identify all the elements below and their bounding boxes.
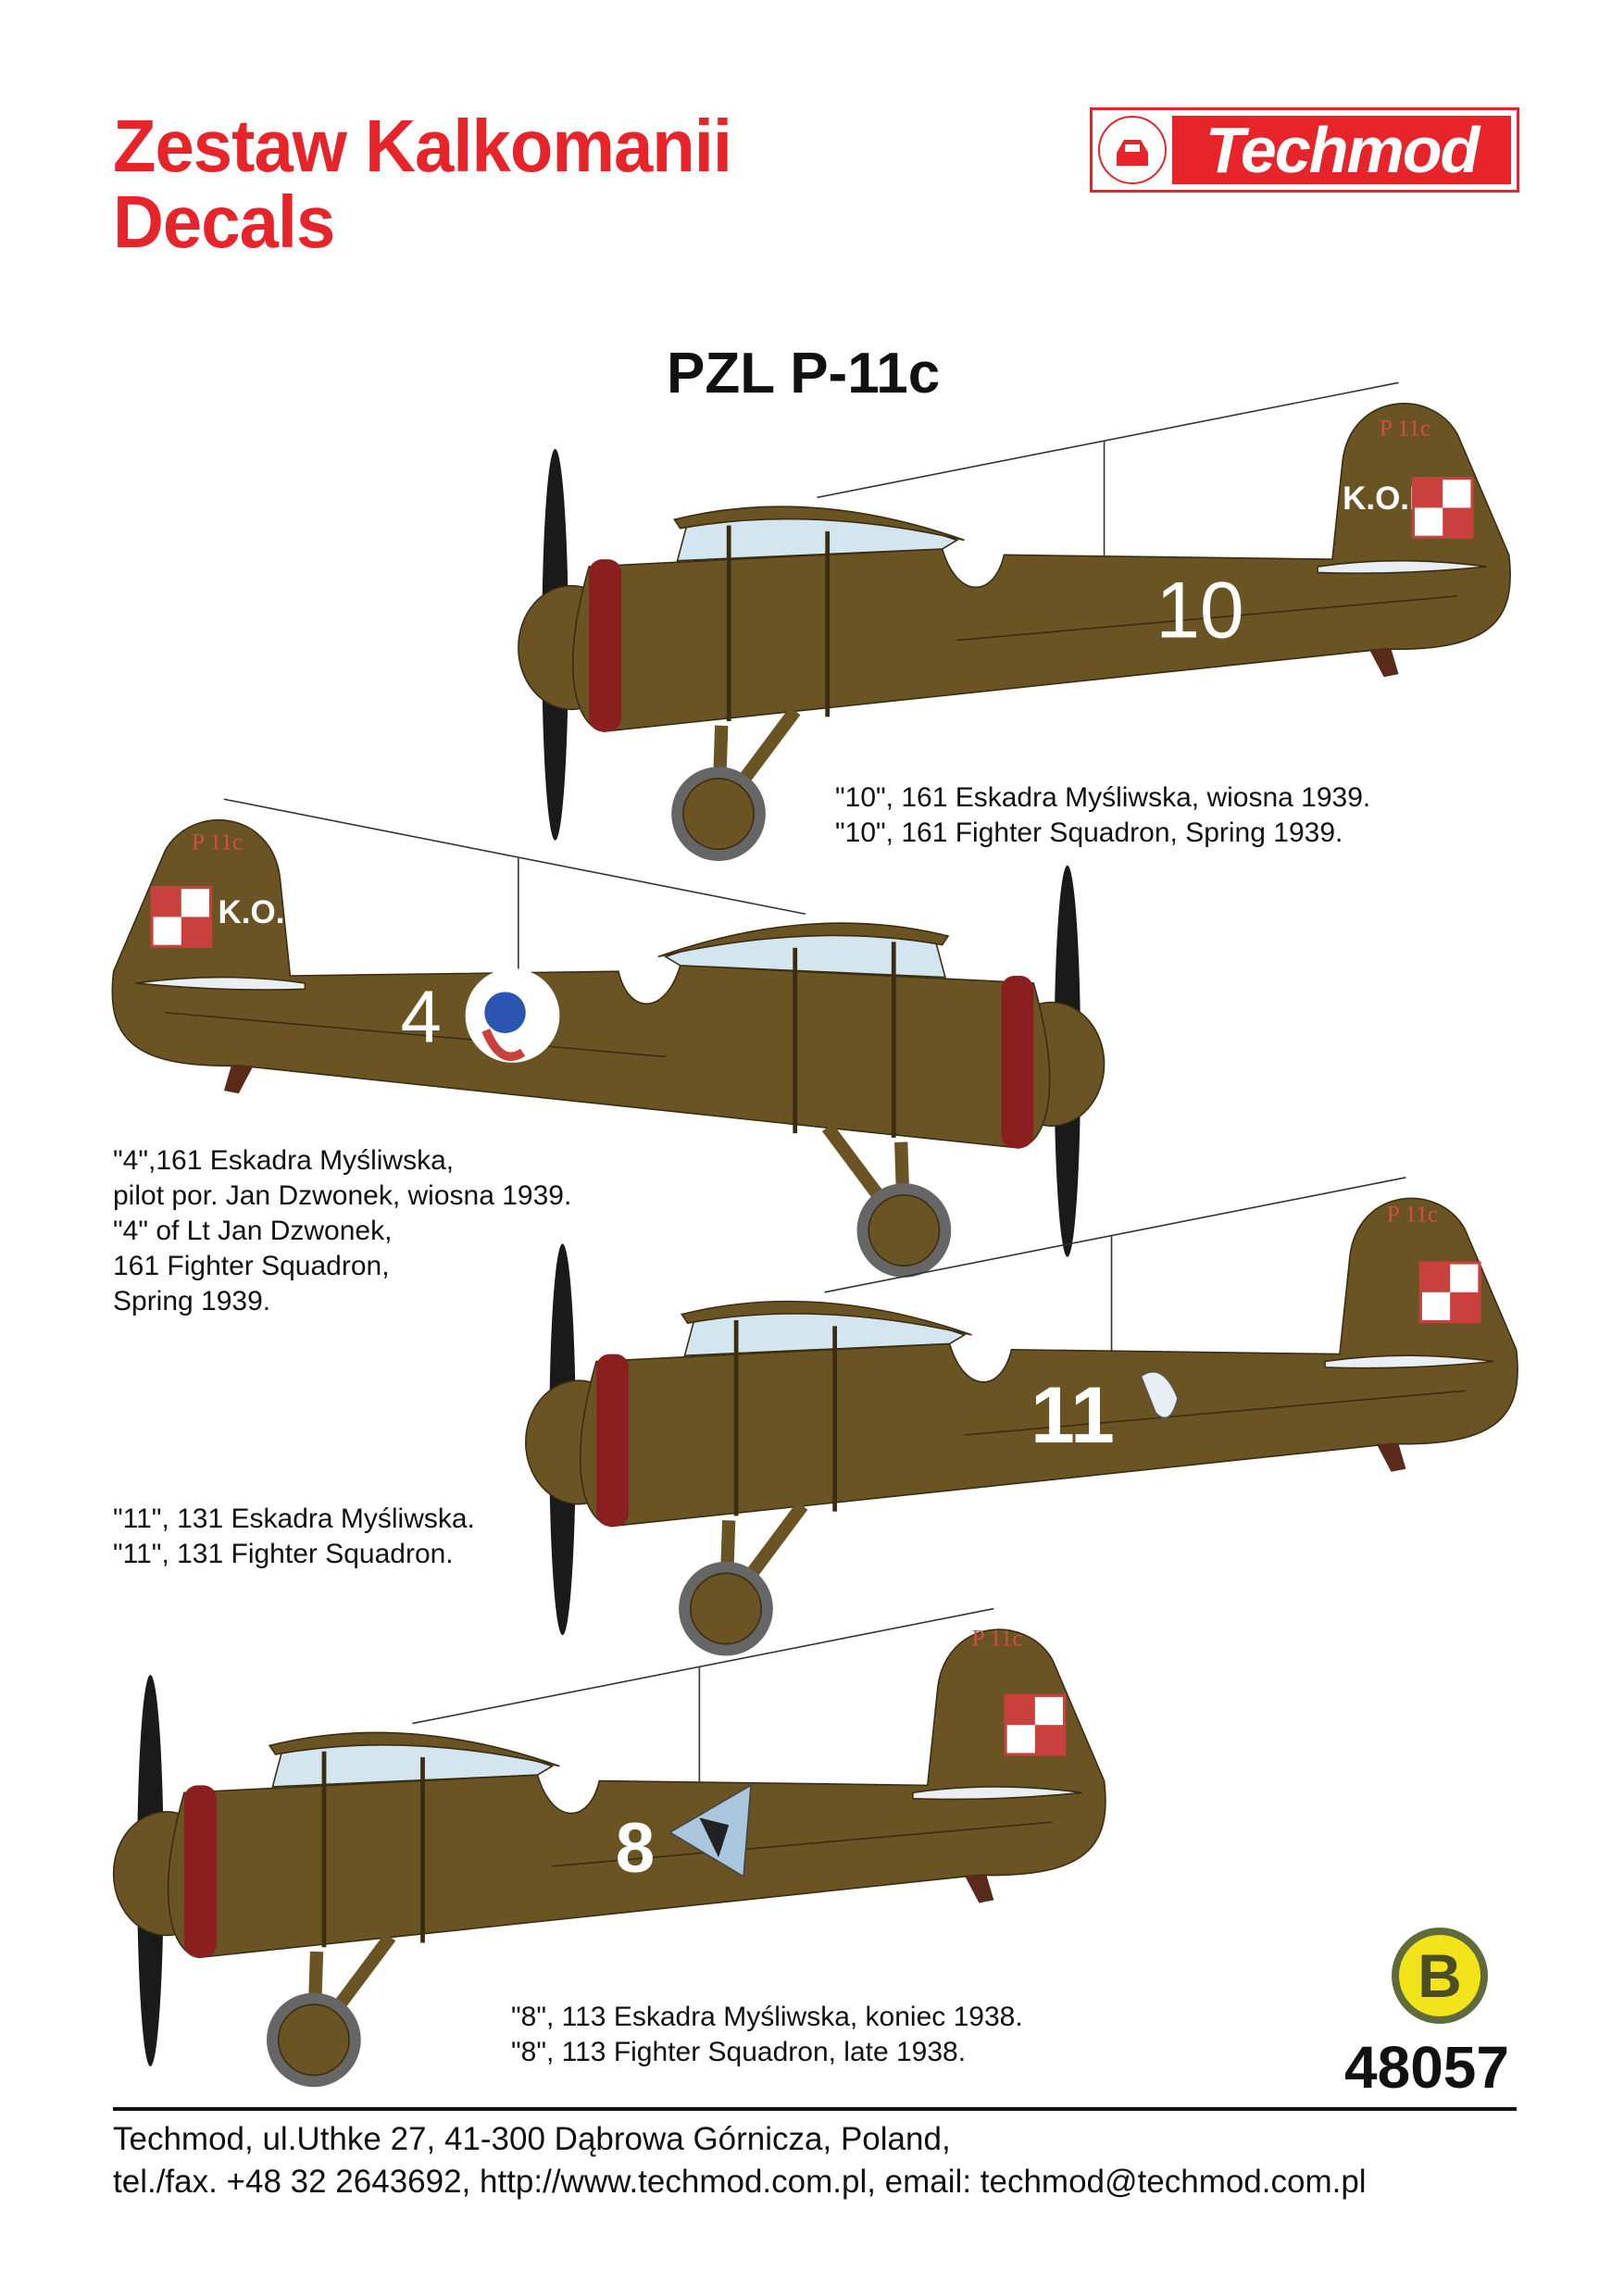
- aircraft-1-tail-type: P 11c: [1380, 415, 1430, 442]
- footer-contact: Techmod, ul.Uthke 27, 41-300 Dąbrowa Gór…: [113, 2118, 1367, 2203]
- caption-line: "11", 131 Eskadra Myśliwska.: [113, 1504, 475, 1534]
- aircraft-2-polish-checker: [150, 886, 213, 948]
- caption-line: 161 Fighter Squadron,: [113, 1251, 390, 1281]
- caption-aircraft-2: "4",161 Eskadra Myśliwska, pilot por. Ja…: [113, 1143, 571, 1319]
- aircraft-4-tail-type: P 11c: [971, 1624, 1022, 1651]
- caption-line: "8", 113 Fighter Squadron, late 1938.: [511, 2037, 967, 2067]
- aircraft-3-profile: [526, 1178, 1518, 1656]
- aircraft-2-tail-marking: K.O.P.: [219, 894, 311, 930]
- logo-wordmark: Techmod: [1172, 116, 1511, 184]
- caption-aircraft-1: "10", 161 Eskadra Myśliwska, wiosna 1939…: [835, 780, 1370, 851]
- caption-line: Spring 1939.: [113, 1286, 271, 1316]
- product-code: 48057: [1344, 2034, 1509, 2101]
- caption-aircraft-3: "11", 131 Eskadra Myśliwska. "11", 131 F…: [113, 1502, 475, 1572]
- caption-line: pilot por. Jan Dzwonek, wiosna 1939.: [113, 1180, 572, 1211]
- aircraft-4-squadron-emblem: [668, 1783, 752, 1878]
- aircraft-2-number: 4: [401, 976, 442, 1058]
- caption-line: "4",161 Eskadra Myśliwska,: [113, 1145, 455, 1176]
- aircraft-4-number: 8: [616, 1809, 655, 1888]
- caption-line: "11", 131 Fighter Squadron.: [113, 1539, 454, 1569]
- footer-divider: [113, 2107, 1517, 2111]
- aircraft-2-squadron-emblem: [465, 968, 560, 1063]
- aircraft-3-number: 11: [1031, 1371, 1115, 1460]
- aircraft-3-bird-emblem: [1140, 1371, 1179, 1419]
- techmod-logo: Techmod: [1090, 107, 1519, 193]
- caption-aircraft-4: "8", 113 Eskadra Myśliwska, koniec 1938.…: [511, 2000, 1023, 2070]
- footer-address: Techmod, ul.Uthke 27, 41-300 Dąbrowa Gór…: [113, 2121, 951, 2157]
- caption-line: "4" of Lt Jan Dzwonek,: [113, 1216, 393, 1246]
- caption-line: "10", 161 Eskadra Myśliwska, wiosna 1939…: [835, 782, 1371, 813]
- aircraft-1-number: 10: [1156, 566, 1243, 655]
- aircraft-1-polish-checker: [1411, 477, 1474, 539]
- caption-line: "8", 113 Eskadra Myśliwska, koniec 1938.: [511, 2002, 1023, 2032]
- product-title: PZL P-11c: [667, 342, 941, 406]
- footer-contact-details: tel./fax. +48 32 2643692, http://www.tec…: [113, 2164, 1367, 2200]
- title-line-1: Zestaw Kalkomanii: [113, 105, 732, 187]
- caption-line: "10", 161 Fighter Squadron, Spring 1939.: [835, 817, 1343, 848]
- aircraft-2-tail-type: P 11c: [192, 828, 243, 855]
- aircraft-3-polish-checker: [1418, 1261, 1481, 1324]
- title-line-2: Decals: [113, 181, 335, 263]
- aircraft-4-polish-checker: [1004, 1693, 1067, 1756]
- logo-emblem-icon: [1098, 116, 1167, 184]
- sheet-badge: B: [1392, 1928, 1488, 2024]
- aircraft-3-tail-type: P 11c: [1387, 1200, 1438, 1227]
